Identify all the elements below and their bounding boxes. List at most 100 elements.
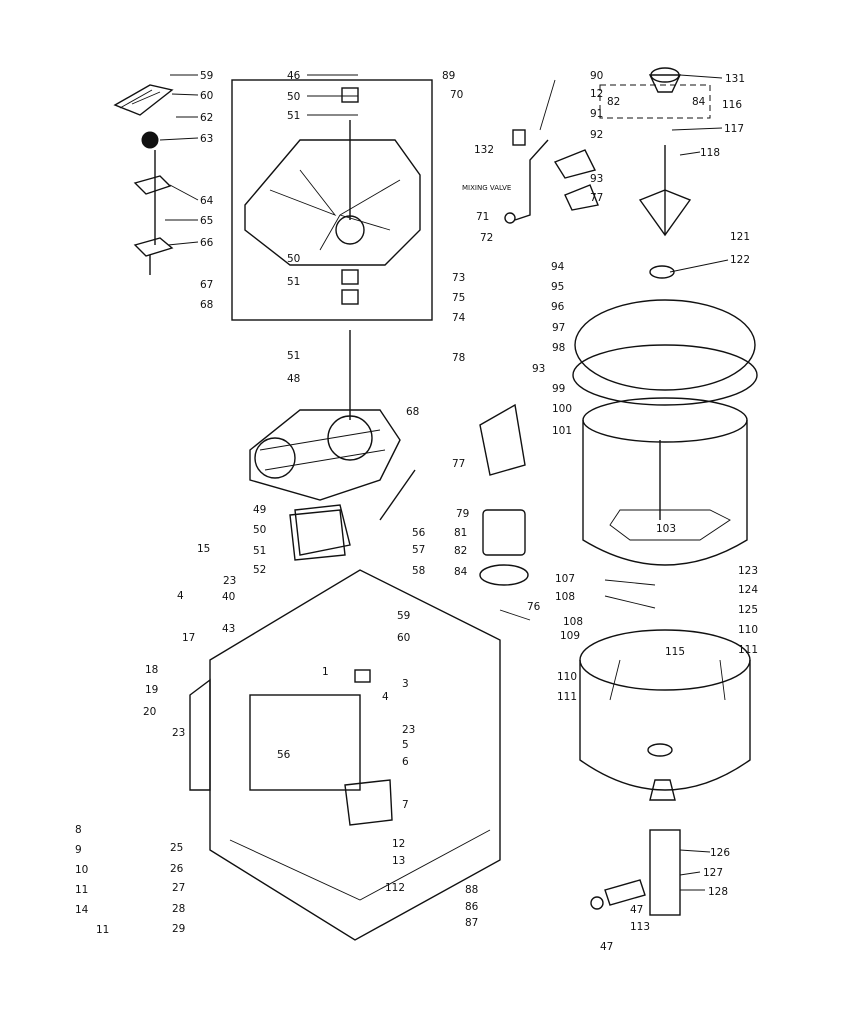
callout-69: 77 (452, 458, 465, 470)
callout-73: 82 (454, 545, 467, 557)
callout-62: 70 (450, 89, 463, 101)
callout-46a: 51 (287, 110, 300, 122)
callout-122: 127 (703, 867, 723, 879)
callout-89: 95 (551, 281, 564, 293)
transmission-assembly (249, 330, 416, 556)
callout-44: 46 (287, 70, 301, 82)
callout-87: 77 (590, 192, 603, 204)
callout-124: 131 (725, 73, 745, 85)
callout-111: 117 (724, 123, 744, 135)
callout-77: 86 (465, 901, 479, 913)
callout-81: 89 (442, 70, 455, 82)
callout-11b: 11 (96, 924, 109, 936)
drain-hose-assembly (590, 829, 681, 916)
callout-66: 74 (452, 312, 466, 324)
callout-56: 56 (412, 527, 426, 539)
callout-1: 1 (322, 666, 329, 678)
callout-33: 63 (200, 133, 213, 145)
callout-52: 56 (277, 749, 291, 761)
callout-46b: 51 (287, 276, 300, 288)
callout-32: 62 (200, 112, 213, 124)
callout-64: 72 (480, 232, 493, 244)
callout-7: 7 (402, 799, 409, 811)
callout-115: 122 (730, 254, 750, 266)
spin-basket (572, 299, 758, 566)
callout-67: 75 (452, 292, 465, 304)
callout-23c: 23 (402, 724, 415, 736)
callout-65: 73 (452, 272, 465, 284)
callout-23a: 23 (223, 575, 236, 587)
callout-49: 50 (253, 524, 266, 536)
callout-11a: 11 (75, 884, 88, 896)
lid-hinge-assembly (113, 84, 174, 275)
callout-109: 115 (665, 646, 685, 658)
leader-lines (159, 74, 729, 891)
callout-43: 43 (222, 623, 235, 635)
agitator (599, 67, 711, 279)
cabinet-frame (189, 569, 501, 941)
callout-88a: 94 (551, 261, 565, 273)
callout-78: 87 (465, 917, 478, 929)
agitator-base-assembly (231, 79, 433, 321)
callout-10b: 10 (75, 864, 88, 876)
callout-5: 5 (402, 739, 409, 751)
callout-125: 132 (474, 144, 494, 156)
callout-107: 112 (385, 882, 405, 894)
callout-92: 98 (552, 342, 565, 354)
callout-41: 40 (222, 591, 235, 603)
callout-19: 19 (145, 684, 158, 696)
callout-50: 51 (253, 545, 266, 557)
callout-28: 28 (172, 903, 185, 915)
callout-108: 113 (630, 921, 650, 933)
callout-labels: MIXING VALVE 59 60 62 63 64 65 66 67 68 … (75, 70, 758, 953)
callout-123: 128 (708, 886, 728, 898)
callout-86b: 93 (532, 363, 545, 375)
callout-27: 27 (172, 882, 185, 894)
callout-4: 4 (382, 691, 389, 703)
callout-117: 124 (738, 584, 758, 596)
callout-31: 60 (200, 90, 213, 102)
callout-99: 108 (563, 616, 583, 628)
callout-18: 18 (145, 664, 158, 676)
callout-91: 97 (552, 322, 565, 334)
callout-40a: 47 (630, 904, 643, 916)
callout-14: 13 (392, 855, 405, 867)
callout-8: 8 (75, 824, 82, 836)
callout-76: 84 (692, 96, 706, 108)
callout-98: 108 (555, 591, 575, 603)
outer-tub (579, 629, 751, 801)
callout-103b: 111 (738, 644, 758, 656)
callout-35: 65 (200, 215, 213, 227)
callout-12: 14 (75, 904, 89, 916)
callout-63: 71 (476, 211, 489, 223)
callout-20: 20 (143, 706, 156, 718)
callout-100: 109 (560, 630, 580, 642)
callout-58: 58 (412, 565, 425, 577)
callout-97: 107 (555, 573, 575, 585)
mixing-valve-and-hoses (504, 129, 599, 224)
pump-and-motor (289, 403, 529, 586)
callout-47: 48 (287, 373, 300, 385)
callout-45a: 50 (287, 91, 300, 103)
callout-38: 68 (200, 299, 213, 311)
callout-59: 59 (397, 610, 410, 622)
callout-118: 125 (738, 604, 758, 616)
callout-17: 17 (182, 632, 195, 644)
callout-71: 79 (456, 508, 469, 520)
callout-96: 103 (656, 523, 676, 535)
callout-13b: 12 (392, 838, 405, 850)
callout-34: 64 (200, 195, 214, 207)
callout-9: 9 (75, 844, 82, 856)
callout-3: 3 (402, 678, 409, 690)
callout-113: 121 (730, 231, 750, 243)
callout-84a: 91 (590, 108, 603, 120)
callout-48: 49 (253, 504, 266, 516)
callout-101a: 110 (557, 671, 577, 683)
callout-86a: 93 (590, 173, 603, 185)
callout-110: 116 (722, 99, 742, 111)
callout-60: 60 (397, 632, 410, 644)
callout-72: 81 (454, 527, 467, 539)
callout-75: 82 (607, 96, 620, 108)
callout-79: 88 (465, 884, 478, 896)
